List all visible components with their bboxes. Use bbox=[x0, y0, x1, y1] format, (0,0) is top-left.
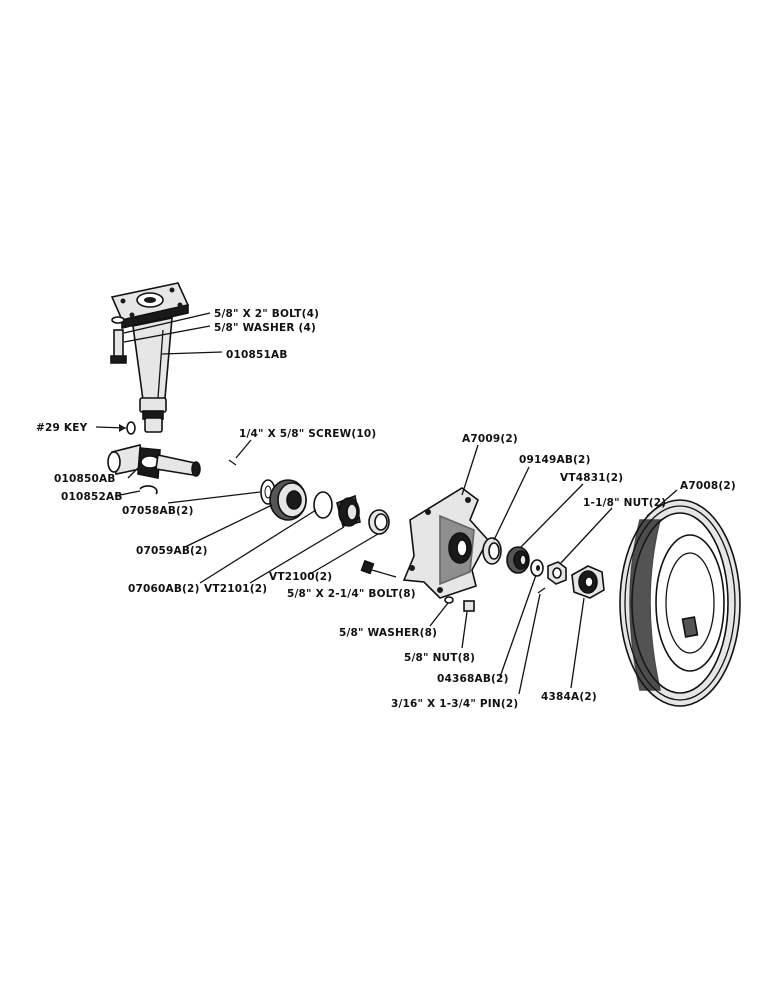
label-seal-07060: 07060AB(2) bbox=[128, 583, 200, 595]
label-bolt-5-8x2: 5/8" X 2" BOLT(4) bbox=[214, 308, 319, 320]
spindle-arm-drawing bbox=[107, 444, 201, 479]
label-wheel: A7008(2) bbox=[680, 480, 736, 492]
cap-07059-drawing bbox=[269, 479, 307, 521]
washer-04368-drawing bbox=[530, 559, 544, 577]
label-cap-07059: 07059AB(2) bbox=[136, 545, 208, 557]
hub-cap-4384-drawing bbox=[571, 565, 605, 599]
label-washer-5-8-4: 5/8" WASHER (4) bbox=[214, 322, 316, 334]
cup-vt2100-drawing bbox=[368, 509, 390, 535]
hub-nut-drawing bbox=[463, 600, 475, 612]
label-hub-cap-4384: 4384A(2) bbox=[541, 691, 597, 703]
screw-drawing bbox=[228, 459, 237, 466]
label-ring-07058: 07058AB(2) bbox=[122, 505, 194, 517]
leader-lines bbox=[95, 312, 678, 695]
label-washer-5-8-8: 5/8" WASHER(8) bbox=[339, 627, 437, 639]
seal-07060-drawing bbox=[313, 491, 333, 519]
label-bearing-vt2101: VT2101(2) bbox=[204, 583, 267, 595]
label-snap-ring: 010852AB bbox=[61, 491, 123, 503]
hub-washer-drawing bbox=[444, 596, 454, 604]
hub-a7009-drawing bbox=[402, 487, 489, 599]
label-hub: A7009(2) bbox=[462, 433, 518, 445]
label-spindle-arm: 010850AB bbox=[54, 473, 116, 485]
wheel-a7008-drawing bbox=[619, 499, 741, 707]
bearing-vt4831-drawing bbox=[506, 546, 530, 574]
axle-nut-drawing bbox=[547, 561, 567, 585]
label-cup-09149: 09149AB(2) bbox=[519, 454, 591, 466]
label-washer-04368: 04368AB(2) bbox=[437, 673, 509, 685]
plate-bolt-drawing bbox=[110, 316, 127, 364]
label-bearing-vt4831: VT4831(2) bbox=[560, 472, 623, 484]
label-screw: 1/4" X 5/8" SCREW(10) bbox=[239, 428, 376, 440]
cup-09149-drawing bbox=[482, 537, 502, 565]
snap-ring-drawing bbox=[139, 485, 158, 495]
label-pin: 3/16" X 1-3/4" PIN(2) bbox=[391, 698, 518, 710]
label-cup-vt2100: VT2100(2) bbox=[269, 571, 332, 583]
label-bolt-5-8x2-1-4: 5/8" X 2-1/4" BOLT(8) bbox=[287, 588, 416, 600]
label-key: #29 KEY bbox=[36, 422, 88, 434]
hub-bolt-drawing bbox=[360, 559, 397, 578]
pin-drawing bbox=[537, 587, 546, 594]
label-nut-5-8-8: 5/8" NUT(8) bbox=[404, 652, 475, 664]
bearing-vt2101-drawing bbox=[336, 494, 361, 527]
label-spindle: 010851AB bbox=[226, 349, 288, 361]
label-nut-1-1-8: 1-1/8" NUT(2) bbox=[583, 497, 666, 509]
spindle-drawing bbox=[110, 282, 190, 433]
key-drawing bbox=[126, 421, 136, 435]
